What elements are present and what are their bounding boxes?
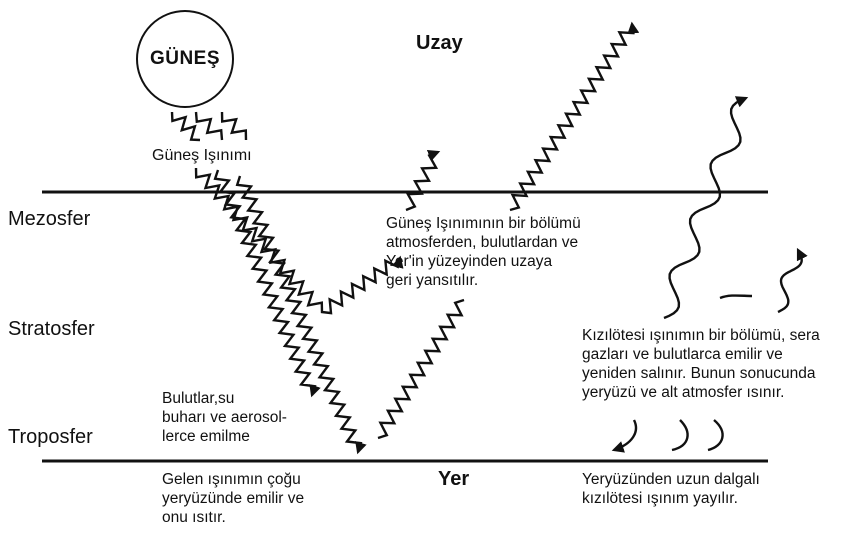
troposphere-label: Troposfer	[8, 426, 93, 448]
ground-reflected-ray-zigzag-lower	[377, 298, 465, 440]
reflected-to-space-ray-zigzag	[405, 149, 441, 212]
infrared-emission-note: Yeryüzünden uzun dalgalı kızılötesi ışın…	[582, 471, 760, 507]
mesosphere-label: Mezosfer	[8, 208, 91, 230]
sun-circle-icon: GÜNEŞ	[136, 10, 234, 108]
stratosphere-label: Stratosfer	[8, 318, 95, 340]
solar-radiation-label: Güneş Işınımı	[152, 147, 252, 164]
ground-absorbed-ray-zigzag	[235, 175, 367, 455]
reflected-ray-zigzag	[194, 167, 404, 315]
reflection-note: Güneş Işınımının bir bölümü atmosferden,…	[386, 215, 581, 289]
ground-absorption-note: Gelen ışınımın çoğu yeryüzünde emilir ve…	[162, 471, 305, 526]
infrared-downward-wave	[611, 419, 638, 453]
infrared-emission-curl-1	[671, 419, 689, 452]
incoming-ray-stub-1	[170, 111, 201, 142]
sun-label: GÜNEŞ	[149, 48, 221, 69]
ground-reflected-ray-zigzag-upper	[509, 21, 640, 212]
infrared-fragment-wave	[719, 294, 753, 300]
infrared-to-space-wave-1	[663, 96, 749, 320]
infrared-absorption-note: Kızılötesi ışınımın bir bölümü, sera gaz…	[582, 327, 820, 401]
space-label: Uzay	[416, 32, 463, 54]
infrared-emission-curl-2	[707, 419, 724, 452]
incoming-ray-stub-2	[194, 111, 224, 141]
ground-label: Yer	[438, 468, 470, 490]
absorbed-by-clouds-ray-zigzag	[213, 169, 321, 398]
cloud-absorption-note: Bulutlar,su buharı ve aerosol- lerce emi…	[162, 390, 287, 445]
incoming-ray-stub-3	[220, 111, 248, 141]
infrared-to-space-wave-2	[777, 247, 808, 314]
